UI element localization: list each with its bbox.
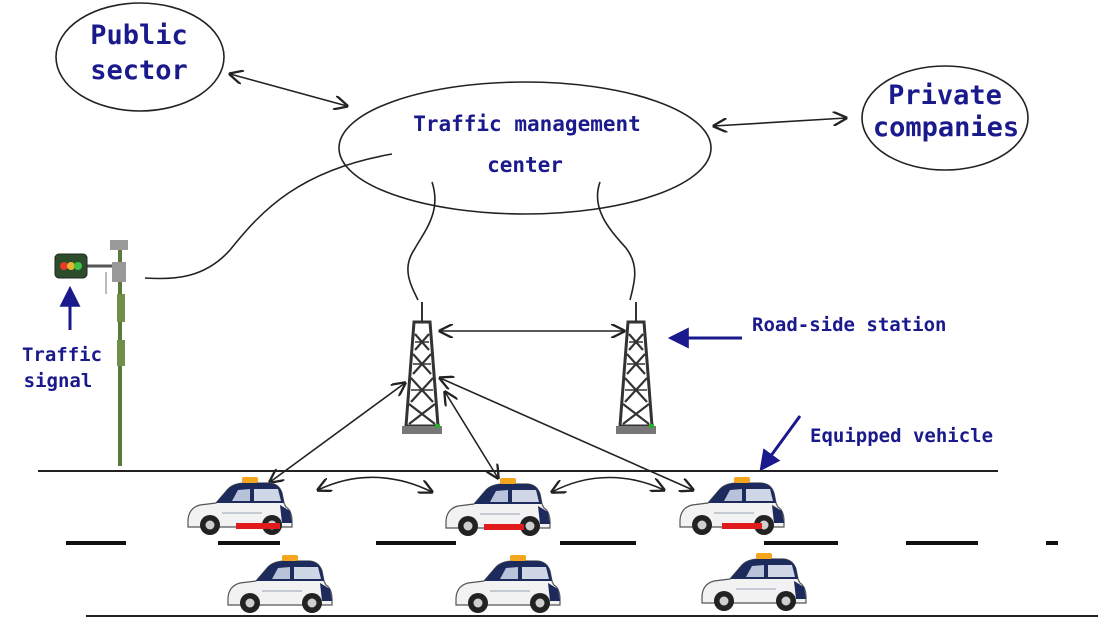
car-icon xyxy=(701,552,807,612)
wire-center-tower2 xyxy=(596,181,636,301)
brake-strip xyxy=(722,523,762,529)
public-sector-node: Public sector xyxy=(55,2,225,112)
traffic-management-center-node: Traffic management center xyxy=(338,81,712,215)
car-icon xyxy=(455,554,561,614)
brake-strip xyxy=(236,523,280,529)
traffic-center-label-line2: center xyxy=(487,153,563,177)
traffic-signal-label-line1: Traffic xyxy=(22,344,102,366)
link-tower-vehicle2 xyxy=(445,392,498,478)
link-vehicle1-vehicle2 xyxy=(318,476,432,492)
equipped-vehicle-3 xyxy=(679,476,785,536)
private-companies-label-line2: companies xyxy=(873,112,1019,143)
radio-tower-icon xyxy=(614,300,658,436)
link-public-center xyxy=(230,74,347,106)
road-side-station-label: Road-side station xyxy=(752,314,946,336)
public-sector-label-line1: Public xyxy=(90,20,188,51)
car-icon xyxy=(227,554,333,614)
brake-strip xyxy=(484,524,524,530)
equipped-vehicle-1 xyxy=(187,476,293,536)
traffic-center-label-line1: Traffic management xyxy=(413,112,641,136)
wire-center-tower1 xyxy=(407,181,436,301)
traffic-signal-label-line2: signal xyxy=(24,370,93,392)
equipped-vehicle-pointer-arrow xyxy=(759,415,802,472)
private-companies-node: Private companies xyxy=(861,65,1029,171)
radio-tower-icon xyxy=(400,300,444,436)
link-center-private xyxy=(714,118,846,126)
link-vehicle2-vehicle3 xyxy=(552,476,664,493)
link-tower-vehicle1 xyxy=(270,383,405,482)
public-sector-label-line2: sector xyxy=(90,55,188,86)
traffic-light-icon xyxy=(54,240,128,466)
equipped-vehicle-label: Equipped vehicle xyxy=(810,425,993,447)
private-companies-label-line1: Private xyxy=(888,80,1002,111)
equipped-vehicle-2 xyxy=(445,477,551,537)
wire-center-signal xyxy=(144,153,393,280)
